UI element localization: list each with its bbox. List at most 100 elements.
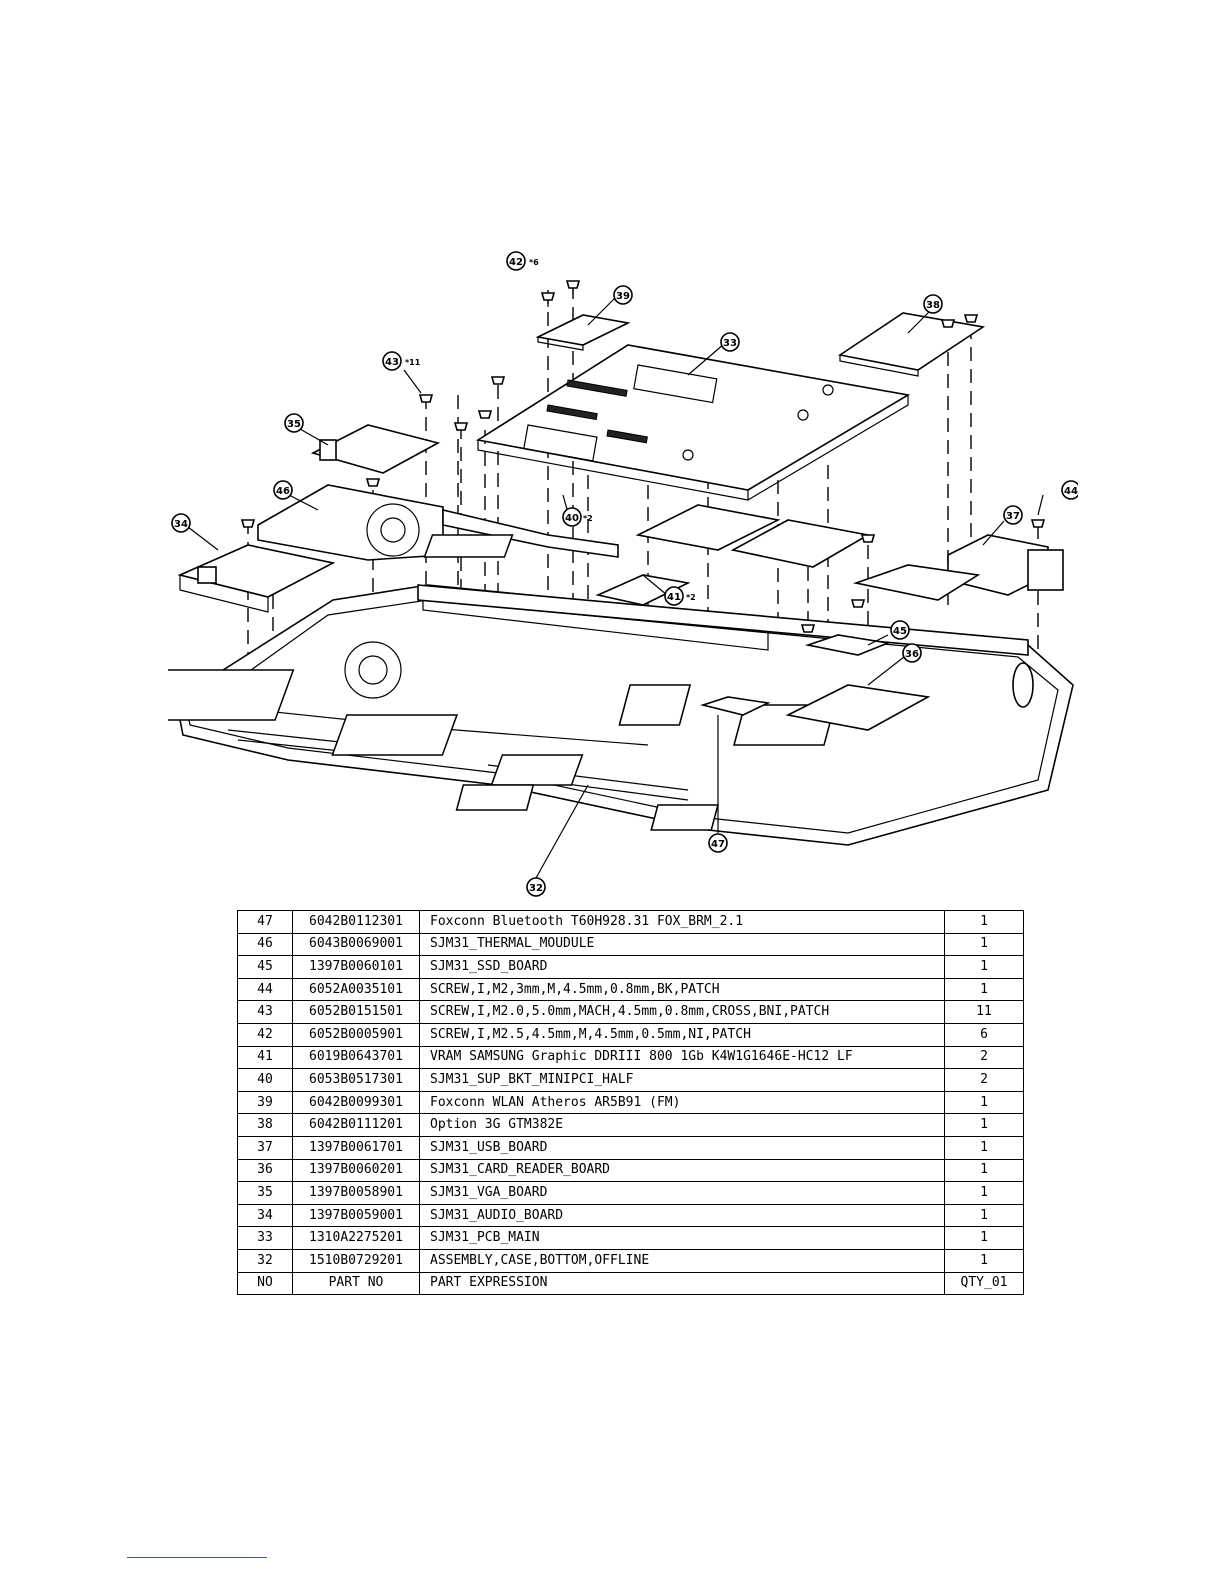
cell-expression: SJM31_USB_BOARD [419, 1135, 945, 1160]
cell-no: 36 [237, 1158, 293, 1183]
cell-qty: 1 [944, 1203, 1024, 1228]
cell-qty: 11 [944, 1000, 1024, 1024]
vga-board [310, 424, 441, 474]
callout-41: 41 *2 [664, 586, 696, 606]
3g-card [837, 312, 986, 377]
cell-no: 42 [237, 1022, 293, 1047]
svg-text:35: 35 [287, 419, 301, 430]
cell-expression: SJM31_CARD_READER_BOARD [419, 1158, 945, 1183]
svg-text:46: 46 [276, 486, 290, 497]
callout-43: 43 *11 [382, 351, 421, 371]
cell-expression: SJM31_SSD_BOARD [419, 955, 945, 979]
callout-37: 37 [1003, 505, 1023, 525]
cell-part-no: 1397B0061701 [292, 1135, 420, 1160]
svg-text:*2: *2 [583, 514, 593, 523]
svg-text:44: 44 [1064, 486, 1078, 497]
cell-qty: 1 [944, 910, 1024, 934]
cell-part-no: 6042B0099301 [292, 1090, 420, 1115]
cell-no: 40 [237, 1068, 293, 1092]
cell-expression: SJM31_PCB_MAIN [419, 1226, 945, 1250]
svg-text:38: 38 [926, 300, 940, 311]
svg-text:*11: *11 [405, 358, 421, 367]
svg-text:47: 47 [711, 839, 725, 850]
cell-part-no: 6042B0111201 [292, 1113, 420, 1137]
card-reader-board [785, 564, 981, 731]
header-expression: PART EXPRESSION [419, 1271, 945, 1296]
header-no: NO [237, 1271, 293, 1296]
svg-text:41: 41 [667, 592, 681, 603]
cell-qty: 1 [944, 1226, 1024, 1250]
callout-42: 42 *6 [506, 251, 539, 271]
cell-expression: Foxconn Bluetooth T60H928.31 FOX_BRM_2.1 [419, 910, 945, 934]
cell-qty: 1 [944, 1248, 1024, 1273]
cell-part-no: 1397B0060101 [292, 955, 420, 979]
svg-text:36: 36 [905, 649, 919, 660]
cell-expression: VRAM SAMSUNG Graphic DDRIII 800 1Gb K4W1… [419, 1045, 945, 1070]
cell-expression: SJM31_AUDIO_BOARD [419, 1203, 945, 1228]
cell-qty: 1 [944, 977, 1024, 1002]
callout-46: 46 [273, 480, 293, 500]
svg-text:42: 42 [509, 257, 523, 268]
cell-part-no: 6053B0517301 [292, 1068, 420, 1092]
bottom-case [168, 584, 1074, 846]
svg-text:34: 34 [174, 519, 188, 530]
cell-part-no: 1397B0058901 [292, 1181, 420, 1205]
callout-47: 47 [708, 833, 728, 853]
cell-qty: 1 [944, 932, 1024, 957]
cell-qty: 6 [944, 1022, 1024, 1047]
cell-expression: SJM31_THERMAL_MOUDULE [419, 932, 945, 957]
cell-part-no: 6052B0005901 [292, 1022, 420, 1047]
cell-qty: 1 [944, 1113, 1024, 1137]
cell-expression: SJM31_SUP_BKT_MINIPCI_HALF [419, 1068, 945, 1092]
cell-part-no: 6042B0112301 [292, 910, 420, 934]
callout-45: 45 [890, 620, 910, 640]
header-qty: QTY_01 [944, 1271, 1024, 1296]
svg-text:*2: *2 [686, 593, 696, 602]
cell-qty: 2 [944, 1068, 1024, 1092]
cell-no: 34 [237, 1203, 293, 1228]
callout-33: 33 [720, 332, 740, 352]
cell-no: 47 [237, 910, 293, 934]
ssd-board [804, 634, 891, 656]
svg-text:39: 39 [616, 291, 630, 302]
cell-expression: SCREW,I,M2.0,5.0mm,MACH,4.5mm,0.8mm,CROS… [419, 1000, 945, 1024]
cell-qty: 1 [944, 1090, 1024, 1115]
callout-44: 44 [1061, 480, 1078, 500]
cell-no: 46 [237, 932, 293, 957]
main-pcb [475, 344, 911, 501]
screws [240, 280, 1046, 633]
cell-no: 38 [237, 1113, 293, 1137]
svg-text:37: 37 [1006, 511, 1020, 522]
callout-32: 32 [526, 877, 546, 897]
exploded-view-svg: 42 *6 39 33 38 43 *11 35 46 [168, 251, 1078, 897]
cell-no: 44 [237, 977, 293, 1002]
cell-part-no: 6052A0035101 [292, 977, 420, 1002]
cell-no: 43 [237, 1000, 293, 1024]
cell-no: 33 [237, 1226, 293, 1250]
cell-expression: Option 3G GTM382E [419, 1113, 945, 1137]
cell-no: 45 [237, 955, 293, 979]
callout-35: 35 [284, 413, 304, 433]
callout-40: 40 *2 [562, 507, 593, 527]
cell-part-no: 6019B0643701 [292, 1045, 420, 1070]
cell-no: 32 [237, 1248, 293, 1273]
thermal-module [257, 484, 619, 561]
cell-expression: SJM31_VGA_BOARD [419, 1181, 945, 1205]
cell-no: 41 [237, 1045, 293, 1070]
svg-text:43: 43 [385, 357, 399, 368]
footer-rule [127, 1557, 267, 1558]
cell-qty: 1 [944, 1181, 1024, 1205]
callout-38: 38 [923, 294, 943, 314]
cell-expression: SCREW,I,M2,3mm,M,4.5mm,0.8mm,BK,PATCH [419, 977, 945, 1002]
cell-part-no: 1397B0059001 [292, 1203, 420, 1228]
